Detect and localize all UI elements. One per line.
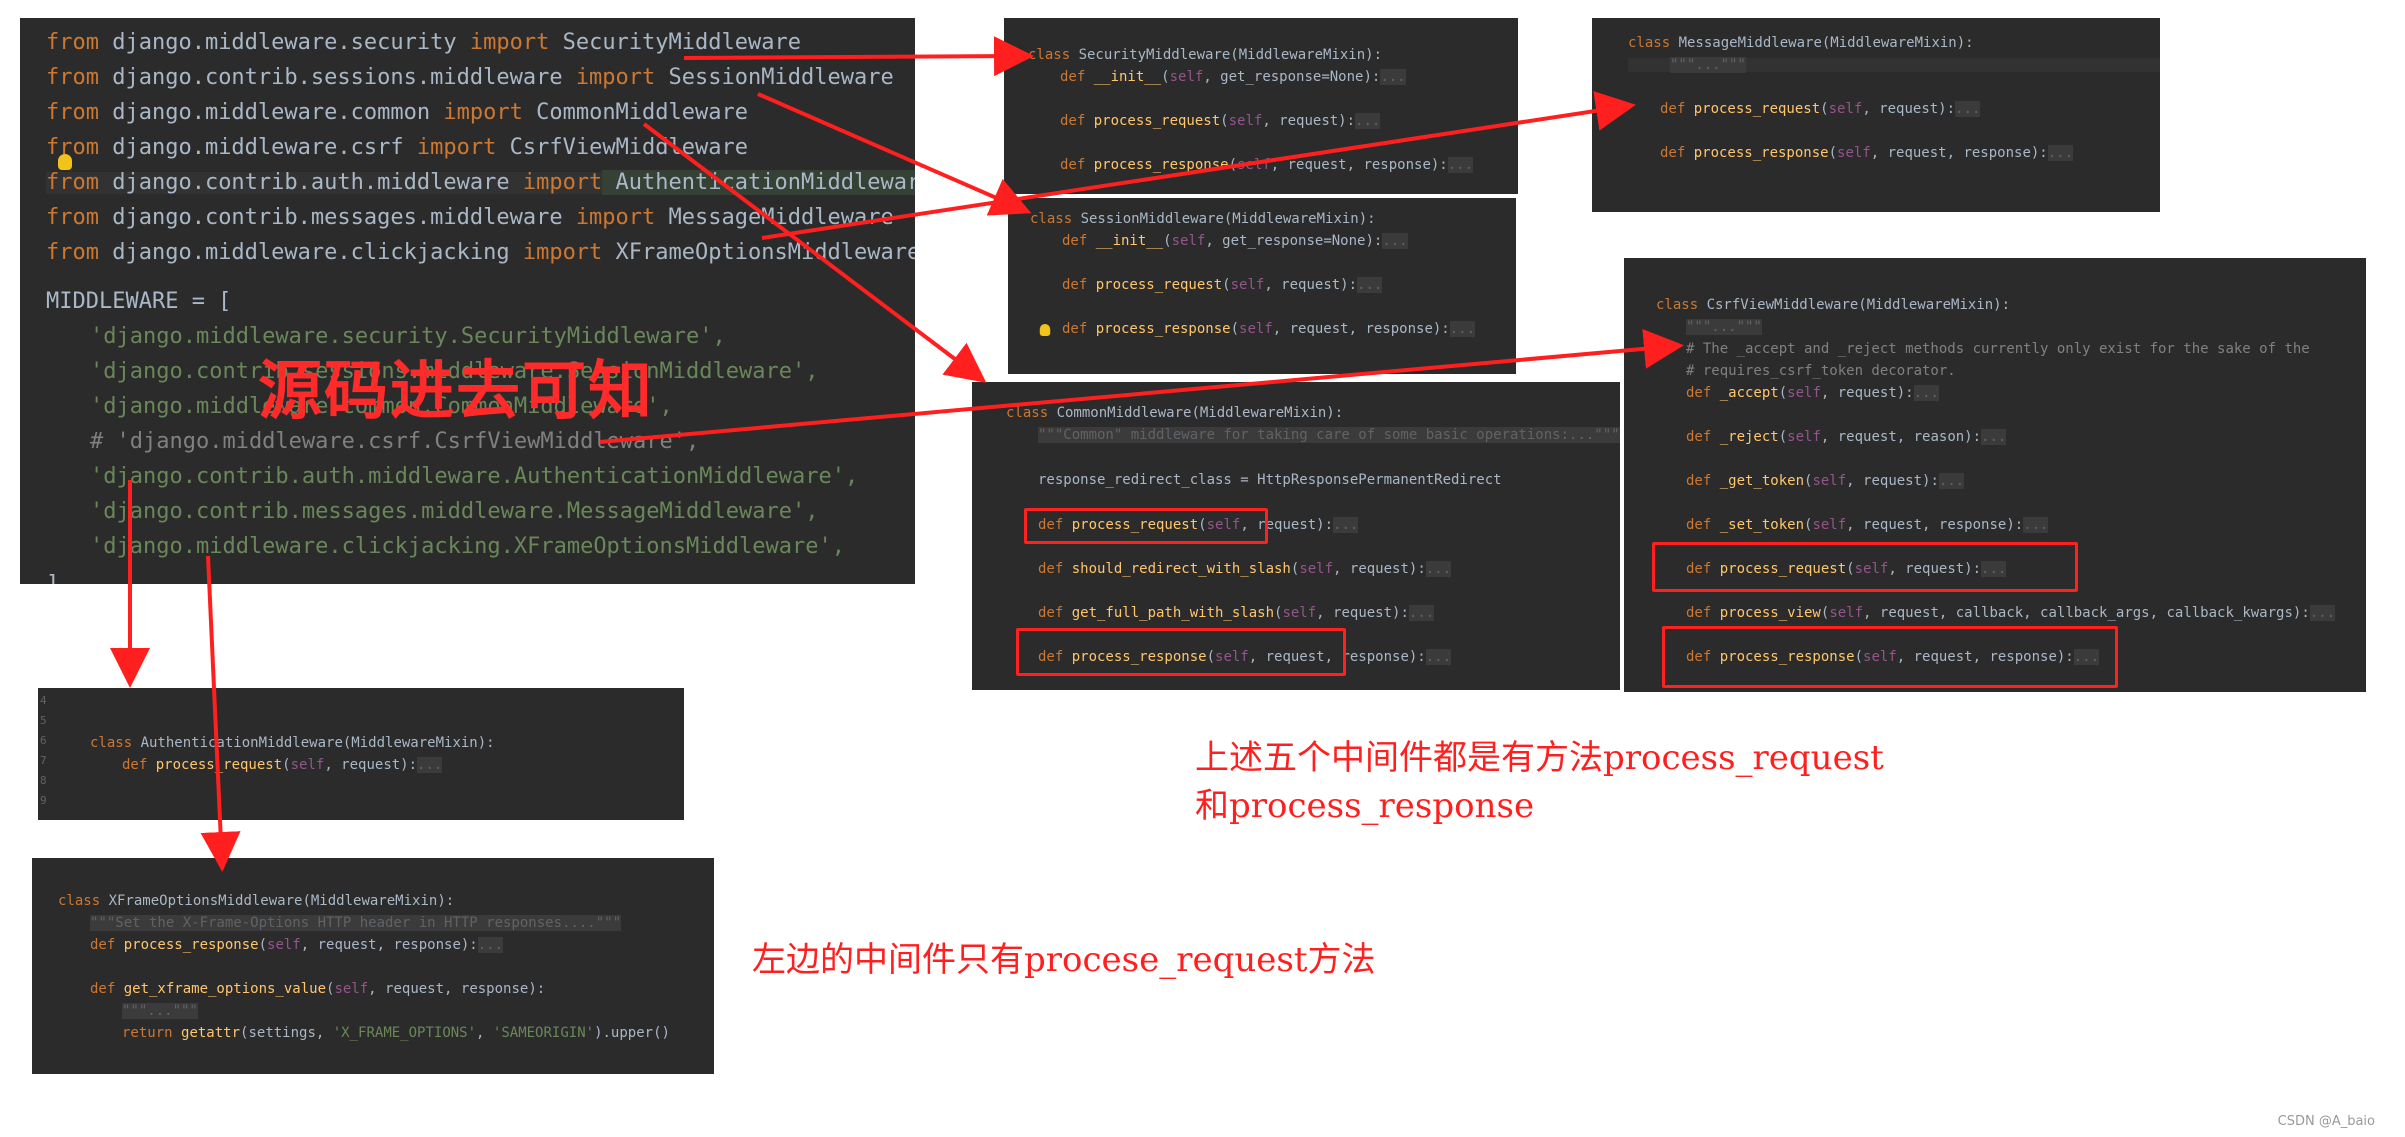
middleware-closing: ] [46, 574, 59, 585]
five-middleware-note-line-1: 上述五个中间件都是有方法process_request [1195, 738, 1884, 778]
class-declaration: class MessageMiddleware(MiddlewareMixin)… [1628, 35, 1974, 51]
middleware-entry: 'django.contrib.auth.middleware.Authenti… [90, 464, 859, 489]
class-declaration: class SessionMiddleware(MiddlewareMixin)… [1030, 211, 1376, 227]
import-line: from django.contrib.auth.middleware impo… [46, 170, 915, 195]
method-init: def __init__(self, get_response=None):..… [1062, 233, 1408, 249]
method-init: def __init__(self, get_response=None):..… [1060, 69, 1406, 85]
method-reject: def _reject(self, request, reason):... [1686, 429, 2007, 445]
comment-line-2: # requires_csrf_token decorator. [1686, 363, 1956, 379]
method-should-redirect-with-slash: def should_redirect_with_slash(self, req… [1038, 561, 1452, 577]
class-declaration: class AuthenticationMiddleware(Middlewar… [90, 735, 495, 751]
class-declaration: class CsrfViewMiddleware(MiddlewareMixin… [1656, 297, 2011, 313]
method-process-request: def process_request(self, request):... [1038, 517, 1359, 533]
left-middleware-note: 左边的中间件只有procese_request方法 [752, 940, 1376, 980]
docstring-fold[interactable]: """...""" [1628, 57, 2160, 73]
csrf-middleware-panel: class CsrfViewMiddleware(MiddlewareMixin… [1624, 258, 2366, 692]
method-process-response: def process_response(self, request, resp… [1062, 321, 1476, 337]
comment-line-1: # The _accept and _reject methods curren… [1686, 341, 2310, 357]
five-middleware-note-line-2: 和process_response [1195, 786, 1535, 826]
line-number: 7 [40, 754, 47, 767]
class-declaration: class CommonMiddleware(MiddlewareMixin): [1006, 405, 1344, 421]
method-set-token: def _set_token(self, request, response):… [1686, 517, 2049, 533]
method-process-response: def process_response(self, request, resp… [1060, 157, 1474, 173]
method-process-response: def process_response(self, request, resp… [1686, 649, 2100, 665]
import-line: from django.contrib.sessions.middleware … [46, 65, 894, 90]
middleware-entry: 'django.middleware.clickjacking.XFrameOp… [90, 534, 845, 559]
return-statement: return getattr(settings, 'X_FRAME_OPTION… [122, 1025, 670, 1041]
docstring: """Set the X-Frame-Options HTTP header i… [90, 915, 622, 931]
lightbulb-icon[interactable] [58, 154, 72, 170]
docstring: """Common" middleware for taking care of… [1038, 427, 1620, 443]
line-number: 9 [40, 794, 47, 807]
method-accept: def _accept(self, request):... [1686, 385, 1939, 401]
highlight-box-process-request [1024, 508, 1268, 544]
lightbulb-icon[interactable] [1039, 324, 1051, 336]
inner-docstring: """...""" [122, 1003, 198, 1019]
common-middleware-panel: class CommonMiddleware(MiddlewareMixin):… [972, 382, 1620, 690]
middleware-entry: 'django.middleware.security.SecurityMidd… [90, 324, 726, 349]
method-process-request: def process_request(self, request):... [1686, 561, 2007, 577]
middleware-entry: # 'django.middleware.csrf.CsrfViewMiddle… [90, 429, 700, 454]
line-number: 8 [40, 774, 47, 787]
import-line: from django.middleware.clickjacking impo… [46, 240, 915, 265]
xframe-middleware-panel: class XFrameOptionsMiddleware(Middleware… [32, 858, 714, 1074]
method-process-request: def process_request(self, request):... [1060, 113, 1381, 129]
settings-code-panel: from django.middleware.security import S… [20, 18, 915, 584]
middleware-entry: 'django.contrib.messages.middleware.Mess… [90, 499, 819, 524]
docstring-fold[interactable]: """...""" [1686, 319, 1762, 335]
method-process-request: def process_request(self, request):... [122, 757, 443, 773]
class-declaration: class SecurityMiddleware(MiddlewareMixin… [1028, 47, 1383, 63]
highlight-box-process-request [1652, 542, 2078, 592]
method-get-xframe-options-value: def get_xframe_options_value(self, reque… [90, 981, 546, 997]
method-get-full-path-with-slash: def get_full_path_with_slash(self, reque… [1038, 605, 1435, 621]
highlight-box-process-response [1662, 626, 2118, 688]
method-process-request: def process_request(self, request):... [1660, 101, 1981, 117]
security-middleware-panel: class SecurityMiddleware(MiddlewareMixin… [1004, 18, 1518, 194]
method-get-token: def _get_token(self, request):... [1686, 473, 1965, 489]
source-note-annotation: 源码进去可知 [258, 355, 654, 429]
line-number: 5 [40, 714, 47, 727]
middleware-entry: 'django.middleware.common.CommonMiddlewa… [90, 394, 673, 419]
import-line: from django.middleware.security import S… [46, 30, 802, 55]
redirect-class-attr: response_redirect_class = HttpResponsePe… [1038, 472, 1502, 488]
authentication-middleware-panel: 4 5 6 7 8 9 class AuthenticationMiddleware(Mi… [38, 688, 684, 820]
method-process-response: def process_response(self, request, resp… [1660, 145, 2074, 161]
method-process-request: def process_request(self, request):... [1062, 277, 1383, 293]
line-number: 6 [40, 734, 47, 747]
method-process-response: def process_response(self, request, resp… [1038, 649, 1452, 665]
import-line: from django.middleware.csrf import CsrfV… [46, 135, 749, 160]
middleware-declaration: MIDDLEWARE = [ [46, 289, 232, 314]
session-middleware-panel: class SessionMiddleware(MiddlewareMixin)… [1008, 198, 1516, 374]
import-line: from django.middleware.common import Com… [46, 100, 749, 125]
csdn-watermark: CSDN @A_baio [2277, 1114, 2375, 1129]
method-process-view: def process_view(self, request, callback… [1686, 605, 2336, 621]
method-process-response: def process_response(self, request, resp… [90, 937, 504, 953]
line-number: 4 [40, 694, 47, 707]
import-line: from django.contrib.messages.middleware … [46, 205, 894, 230]
class-declaration: class XFrameOptionsMiddleware(Middleware… [58, 893, 455, 909]
message-middleware-panel: class MessageMiddleware(MiddlewareMixin)… [1592, 18, 2160, 212]
highlight-box-process-response [1016, 628, 1346, 676]
